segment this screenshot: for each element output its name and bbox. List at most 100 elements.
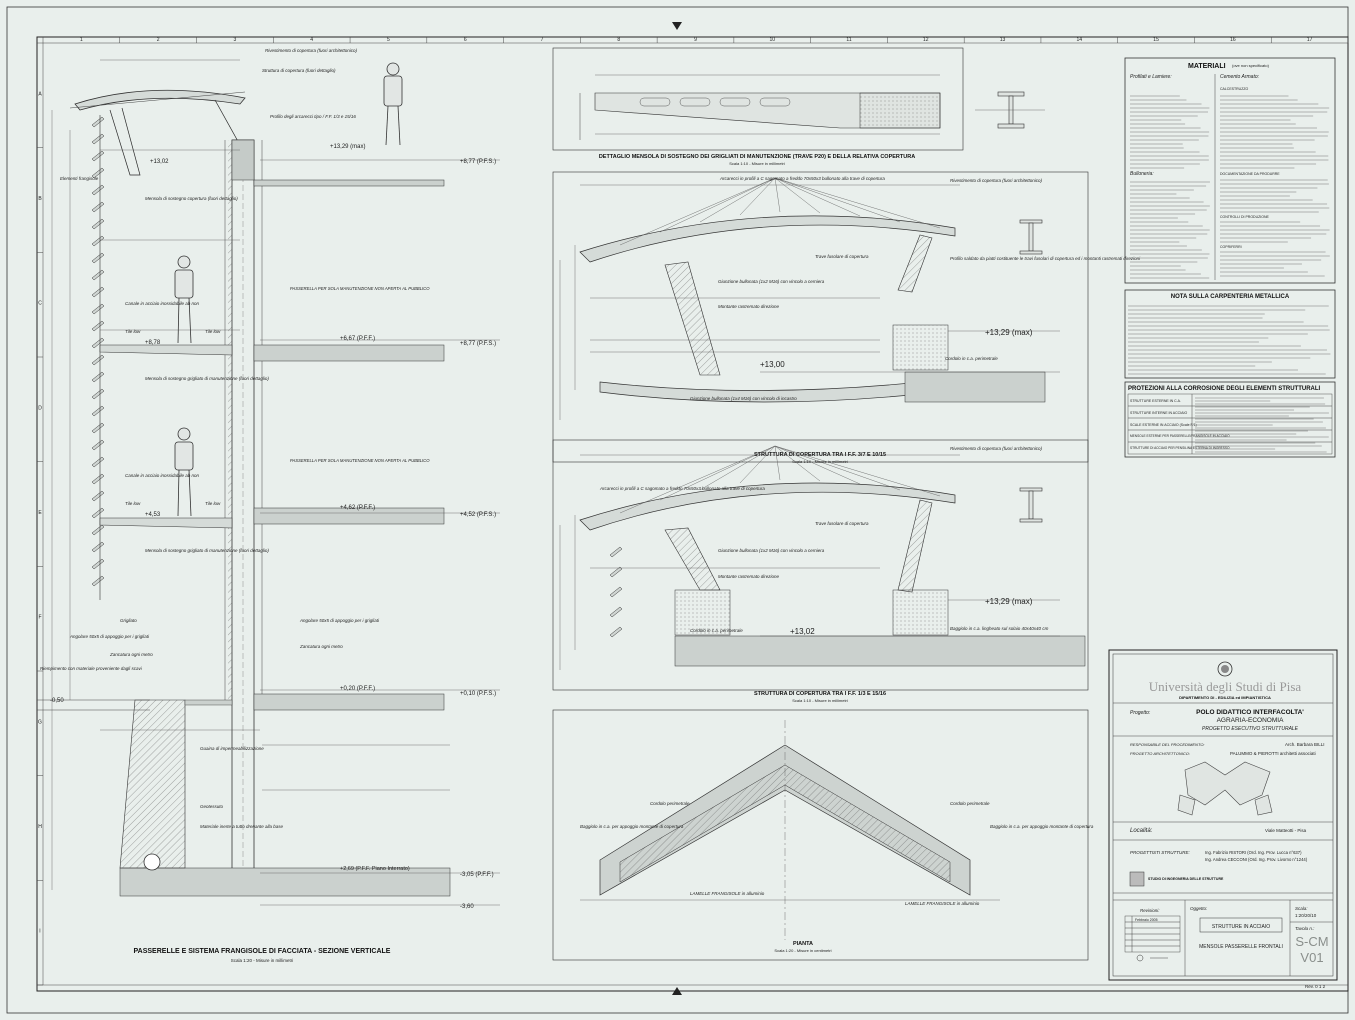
callout: Materiale inerte a tutto drenante alla b…	[200, 824, 284, 829]
callout: Mensola di sostegno copertura (fuori det…	[145, 196, 238, 201]
callout-leader	[774, 445, 901, 491]
title-block: Università degli Studi di Pisa DIPARTIME…	[1108, 649, 1338, 981]
callout-leader	[619, 445, 776, 514]
level-label: +13,29 (max)	[330, 144, 366, 150]
sunshade-blade	[91, 252, 105, 264]
callout-leader	[739, 445, 776, 484]
callout: Canale in acciaio inossidabile ab non	[125, 473, 200, 478]
materials-col1-sub: Bulloneria:	[1130, 171, 1154, 177]
progettista2: Ing. Andrea CECCONI (Ord. Ing. Prov. Liv…	[1205, 857, 1308, 862]
sunshade-blade	[91, 133, 105, 145]
callout: Arcarecci in profili a C sagomato a fred…	[599, 486, 765, 491]
callout: Arcarecci in profili a C sagomato a fred…	[719, 176, 885, 181]
callout: Geotessuto	[200, 804, 224, 809]
roof1-scale: Scala 1:10 - Misure in millimetri	[792, 459, 848, 464]
callout: Grigliato	[120, 618, 137, 623]
project-line3: PROGETTO ESECUTIVO STRUTTURALE	[1202, 726, 1299, 732]
plan-drawing: Cordolo perimetrale Cordolo perimetrale …	[552, 709, 1094, 961]
materials-line: CALCESTRUZZO	[1220, 87, 1248, 91]
sunshade-blade	[91, 422, 105, 434]
callout-leader	[774, 445, 861, 485]
level-label: +6,67 (P.F.F.)	[340, 336, 375, 342]
sunshade-blade	[91, 218, 105, 230]
callout-leader	[774, 177, 821, 214]
level-label: +4,53	[145, 512, 161, 518]
callout: Cordolo in c.a. perimetrale	[690, 628, 743, 633]
sunshade-blade	[91, 558, 105, 570]
callout-leader	[774, 445, 821, 482]
callout: Angolare 50x5 di appoggio per i grigliat…	[69, 634, 150, 639]
callout: Baggiolo in c.a. per appoggio montante d…	[580, 824, 684, 829]
callout-leader	[699, 445, 776, 491]
roof2-scale: Scala 1:10 - Misure in millimetri	[792, 698, 848, 703]
materials-panel: MATERIALI (ove non specificato) Profilat…	[1124, 57, 1336, 284]
callout: LAMELLE FRANGISOLE in alluminio	[690, 891, 765, 896]
callout: Cordolo in c.a. perimetrale	[945, 356, 998, 361]
sunshade-blade	[609, 546, 623, 558]
sunshade-blade	[91, 371, 105, 383]
localita-label: Località:	[1130, 828, 1153, 834]
scala-label: Scala:	[1295, 906, 1308, 911]
callout: Profilo degli arcarecci tipo / F.F. 1/3 …	[270, 114, 356, 119]
callout: Baggiolo in c.a. per appoggio montante d…	[990, 824, 1094, 829]
detail-top-drawing: DETTAGLIO MENSOLA DI SOSTEGNO DEI GRIGLI…	[552, 47, 1045, 166]
sunshade-blade	[91, 167, 105, 179]
row-letter: A	[38, 91, 42, 97]
roof-structure-2: +13,29 (max) +13,02 Arcarecci in profili…	[552, 439, 1089, 703]
callout: Trave fusolare di copertura	[815, 521, 869, 526]
column-number: 15	[1153, 37, 1159, 43]
callout-leader	[774, 177, 941, 229]
revision-footer: Rev. 0 1 2	[1305, 984, 1326, 989]
callout: Tile low	[205, 501, 221, 506]
studio-name: STUDIO DI INGEGNERIA DELLE STRUTTURE	[1148, 877, 1224, 881]
column-number: 3	[234, 37, 237, 43]
callout: PASSERELLA PER SOLA MANUTENZIONE NON APE…	[290, 458, 430, 463]
sunshade-blade	[609, 626, 623, 638]
level-label: +13,02	[150, 159, 169, 165]
progetto-label: Progetto:	[1130, 710, 1151, 716]
column-number: 2	[157, 37, 160, 43]
callout: Trave fusolare di copertura	[815, 254, 869, 259]
detail-top-scale: Scala 1:10 - Misure in millimetri	[729, 161, 785, 166]
callout: Guaina di impermeabilizzazione	[200, 746, 264, 751]
callout: LAMELLE FRANGISOLE in alluminio	[905, 901, 980, 906]
revision-date: Febbraio 2005	[1135, 918, 1158, 922]
sunshade-blade	[91, 541, 105, 553]
sunshade-blade	[91, 405, 105, 417]
column-number: 4	[310, 37, 313, 43]
row-letter: E	[38, 510, 42, 516]
callout: Zancatura ogni metro	[299, 644, 343, 649]
callout: Canale in acciaio inossidabile ab non	[125, 301, 200, 306]
callout: Giunzione bullonata (1x2 M16) con vincol…	[718, 279, 825, 284]
sunshade-blade	[91, 235, 105, 247]
sunshade-blade	[91, 575, 105, 587]
callout: Rivestimento di copertura (fuori archite…	[950, 446, 1043, 451]
callout: Tile low	[125, 329, 141, 334]
tavola-number: V01	[1300, 950, 1323, 965]
callout: Zancatura ogni metro	[109, 652, 153, 657]
callout-leader	[659, 177, 776, 233]
materials-line: CONTROLLI DI PRODUZIONE	[1220, 215, 1269, 219]
notes-panel: NOTA SULLA CARPENTERIA METALLICA	[1124, 289, 1336, 379]
callout: Giunzione bullonata (1x2 M16) con vincol…	[718, 548, 825, 553]
callout: Rivestimento di copertura (fuori archite…	[265, 48, 358, 53]
project-line1: POLO DIDATTICO INTERFACOLTA'	[1196, 709, 1304, 716]
level-label: +8,77 (P.F.S.)	[460, 159, 496, 165]
department: DIPARTIMENTO DI - EDILIZIA ed IMPIANTIST…	[1179, 695, 1271, 700]
callout: Montante rastremato direzione	[718, 304, 780, 309]
corrosion-row: STRUTTURE DI ACCIAIO PER PENSILINA ESTER…	[1130, 446, 1230, 450]
corrosion-row: SCALE ESTERNE IN ACCIAIO (Scale F/1)	[1130, 423, 1197, 427]
callout-leader	[774, 177, 901, 223]
level-label: +13,29 (max)	[985, 328, 1033, 337]
plan-title: PIANTA	[793, 941, 813, 947]
callout-leader	[774, 445, 781, 481]
section-scale: Scala 1:20 - Misure in millimetri	[231, 958, 294, 963]
sunshade-blade	[91, 507, 105, 519]
sunshade-blade	[91, 388, 105, 400]
level-label: +8,78	[145, 340, 161, 346]
row-letter: H	[38, 824, 42, 830]
level-label: +8,77 (P.F.S.)	[460, 341, 496, 347]
level-label: -0,50	[50, 698, 64, 704]
